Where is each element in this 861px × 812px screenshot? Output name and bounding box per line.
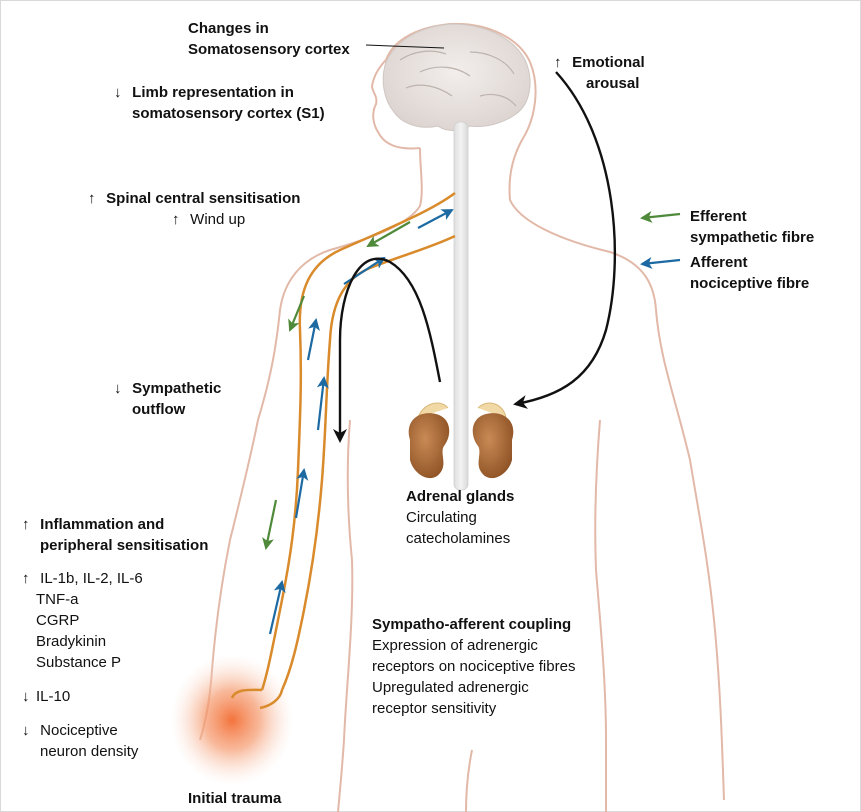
label-sympathetic-outflow: ↓ Sympathetic outflow [114,378,221,420]
leg-gap [466,750,472,812]
legend-afferent: Afferent nociceptive fibre [690,252,809,294]
legend-afferent-arrow [642,260,680,264]
trauma-glow [170,654,294,786]
afferent-arrow [318,378,324,430]
down-arrow-icon: ↓ [22,686,36,707]
up-arrow-icon: ↑ [172,209,186,230]
brain [383,24,530,131]
label-emotional-arousal: ↑ Emotional arousal [554,52,645,94]
afferent-arrow [308,320,316,360]
kidney-right [473,413,514,478]
label-cortex-changes: Changes in Somatosensory cortex [188,18,350,60]
up-arrow-icon: ↑ [22,568,36,589]
label-spinal-sensitisation: ↑ Spinal central sensitisation ↑ Wind up [88,188,300,230]
label-il10: ↓IL-10 [22,686,70,707]
up-arrow-icon: ↑ [554,52,568,73]
efferent-arrow [266,500,276,548]
down-arrow-icon: ↓ [114,378,128,399]
kidney-left [409,413,450,478]
label-inflammation: ↑ Inflammation and peripheral sensitisat… [22,514,208,556]
label-nociceptive-density: ↓ Nociceptive neuron density [22,720,138,762]
label-sympatho-afferent-coupling: Sympatho-afferent coupling Expression of… [372,614,575,719]
up-arrow-icon: ↑ [22,514,36,535]
label-limb-representation: ↓ Limb representation in somatosensory c… [114,82,325,124]
label-adrenal-glands: Adrenal glands Circulating catecholamine… [406,486,514,549]
efferent-arrow [290,296,304,330]
label-initial-trauma: Initial trauma [188,788,281,809]
down-arrow-icon: ↓ [114,82,128,103]
legend-efferent-arrow [642,214,680,218]
label-cytokines: ↑ IL-1b, IL-2, IL-6 TNF-a CGRP Bradykini… [22,568,143,673]
up-arrow-icon: ↑ [88,188,102,209]
spinal-cord [454,122,468,490]
body-waist-right [595,420,606,812]
legend-efferent: Efferent sympathetic fibre [690,206,814,248]
afferent-arrow [344,258,384,284]
down-arrow-icon: ↓ [22,720,36,741]
body-waist [338,420,352,812]
